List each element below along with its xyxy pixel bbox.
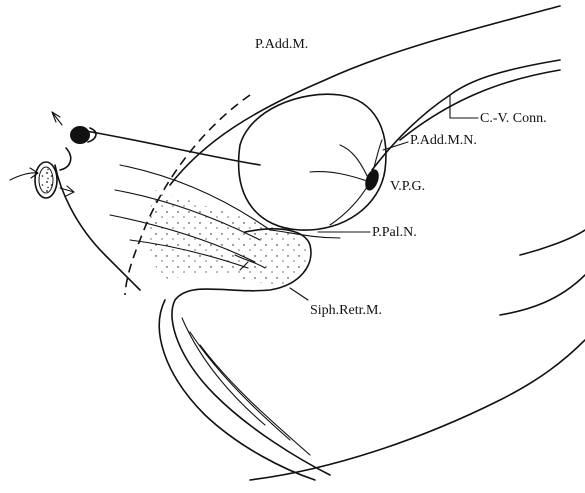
label-v-p-g: V.P.G.: [390, 179, 425, 194]
posterior-adductor-muscle: [239, 94, 386, 230]
label-p-add-m-n: P.Add.M.N.: [410, 133, 477, 148]
label-siph-retr-m: Siph.Retr.M.: [310, 303, 382, 318]
label-p-add-m: P.Add.M.: [255, 37, 308, 52]
label-p-pal-n: P.Pal.N.: [372, 225, 417, 240]
leader-lines: [290, 95, 478, 300]
label-c-v-conn: C.-V. Conn.: [480, 111, 547, 126]
